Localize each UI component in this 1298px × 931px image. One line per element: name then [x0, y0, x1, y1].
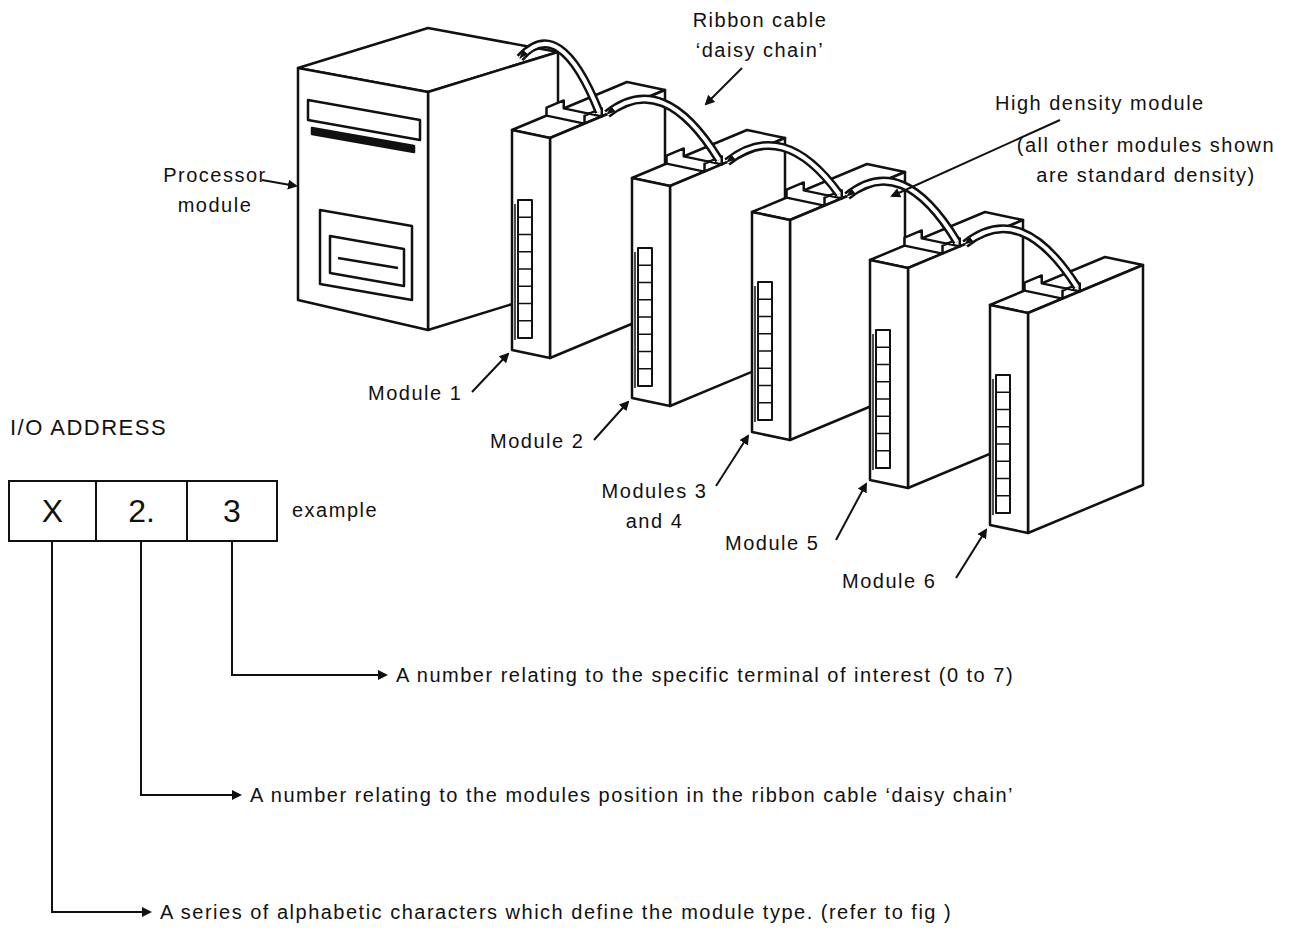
ribbon-cable [607, 99, 719, 160]
address-field-text: 2. [128, 493, 155, 529]
module-label: Module 6 [842, 566, 936, 596]
address-field-box: 2. [95, 480, 188, 542]
leader-line [232, 540, 386, 675]
ribbon-arrow [520, 44, 599, 112]
field-description: A number relating to the modules positio… [250, 780, 1014, 810]
ribbon-cable [847, 181, 957, 242]
address-field-box: X [8, 480, 97, 542]
address-field-box: 3 [186, 480, 278, 542]
ribbon-cable [520, 44, 599, 112]
address-field-text: X [42, 493, 63, 529]
module-label: Processor module [150, 160, 280, 220]
section-heading: I/O ADDRESS [10, 413, 167, 443]
leader-line [706, 68, 742, 104]
leader-line [836, 484, 866, 540]
field-description: A number relating to the specific termin… [396, 660, 1014, 690]
leader-line [141, 540, 240, 795]
io-module [990, 257, 1143, 533]
leader-line [472, 354, 508, 392]
module-label: Module 2 [490, 426, 584, 456]
leader-line [956, 530, 986, 578]
module-label: Module 1 [368, 378, 462, 408]
leader-line [594, 402, 628, 440]
cable-label: Ribbon cable ‘daisy chain’ [680, 5, 840, 65]
module-label: Modules 3 and 4 [592, 476, 717, 536]
module-label: High density module [995, 88, 1205, 118]
ribbon-arrow [727, 145, 839, 194]
ribbon-arrow [847, 181, 957, 242]
ribbon-cable [965, 229, 1077, 287]
ribbon-arrow [607, 99, 719, 160]
field-description: A series of alphabetic characters which … [160, 897, 952, 927]
address-field-text: 3 [223, 493, 241, 529]
leader-line [716, 436, 748, 486]
ribbon-cable [727, 145, 839, 194]
ribbon-arrow [965, 229, 1077, 287]
note-text: (all other modules shown are standard de… [1000, 130, 1292, 190]
leader-line [262, 180, 296, 186]
note-text: example [292, 495, 378, 525]
ribbon-cable [727, 145, 839, 194]
module-label: Module 5 [725, 528, 819, 558]
ribbon-cable [607, 99, 719, 160]
leader-line [892, 120, 1060, 196]
ribbon-cable [847, 181, 957, 242]
ribbon-cable [965, 229, 1077, 287]
ribbon-cable [520, 44, 599, 112]
leader-line [52, 540, 150, 912]
